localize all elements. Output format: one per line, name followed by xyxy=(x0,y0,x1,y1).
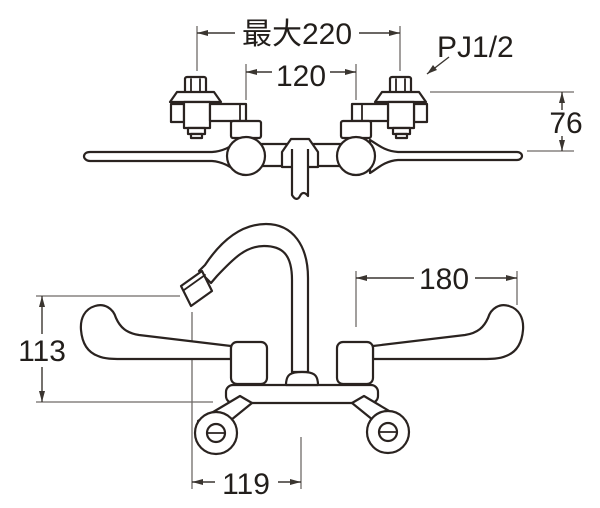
fitting-body xyxy=(182,100,212,130)
front-view-dimensions: 180 113 119 xyxy=(18,263,518,501)
right-valve-block xyxy=(335,340,375,386)
spout-tip-seam xyxy=(183,274,206,291)
top-view-dimensions: 最大220 120 PJ1/2 76 xyxy=(196,18,583,152)
left-eccentric-fitting xyxy=(168,75,263,140)
union-nut xyxy=(229,119,263,140)
arrowhead xyxy=(246,69,257,75)
fitting-body xyxy=(386,100,416,130)
left-handle-ball xyxy=(225,135,267,177)
left-wall-flange xyxy=(193,410,239,456)
right-lever-top xyxy=(368,138,524,175)
arrowhead xyxy=(192,479,203,485)
arrowhead xyxy=(39,391,45,402)
front-view: 180 113 119 xyxy=(18,222,525,501)
left-wing-handle xyxy=(79,304,233,361)
arrowhead xyxy=(559,92,565,103)
fitting-side-stub xyxy=(169,102,186,124)
left-valve-block xyxy=(229,340,269,386)
fitting-arm xyxy=(208,102,248,123)
gooseneck-spout xyxy=(197,222,310,374)
fitting-arm xyxy=(350,102,390,123)
thread-label-pj12: PJ1/2 xyxy=(437,31,514,64)
dim-label-120: 120 xyxy=(276,60,326,93)
arrowhead xyxy=(559,140,565,151)
arrowhead xyxy=(356,275,367,281)
wall-nut xyxy=(183,75,208,95)
arrowhead xyxy=(506,275,517,281)
fitting-nipple xyxy=(189,132,204,140)
left-lever-top xyxy=(82,138,243,176)
right-eccentric-fitting xyxy=(339,75,429,140)
right-wall-flange xyxy=(365,409,411,455)
wall-flange xyxy=(373,90,428,104)
arrowhead xyxy=(345,69,356,75)
arrowhead xyxy=(197,30,208,36)
fitting-nipple xyxy=(394,132,409,140)
dim-label-max-220: 最大220 xyxy=(242,18,352,51)
dim-label-76: 76 xyxy=(549,107,582,140)
top-view: 最大220 120 PJ1/2 76 xyxy=(82,18,583,200)
arrowhead xyxy=(39,296,45,307)
wall-nut xyxy=(388,75,413,95)
union-nut xyxy=(339,119,373,140)
arrowhead xyxy=(427,65,437,74)
dim-label-180: 180 xyxy=(419,263,469,296)
fitting-side-stub xyxy=(412,102,429,124)
spout-outlet-tip xyxy=(179,269,214,308)
spout-tube-top xyxy=(290,149,310,200)
arrowhead xyxy=(290,479,301,485)
arrowhead xyxy=(389,30,400,36)
right-wing-handle xyxy=(371,304,525,361)
spout-base-collar xyxy=(284,370,320,387)
right-handle-ball xyxy=(335,135,377,177)
dim-label-119: 119 xyxy=(222,468,270,501)
wall-flange xyxy=(168,90,223,104)
dim-label-113: 113 xyxy=(18,335,66,368)
